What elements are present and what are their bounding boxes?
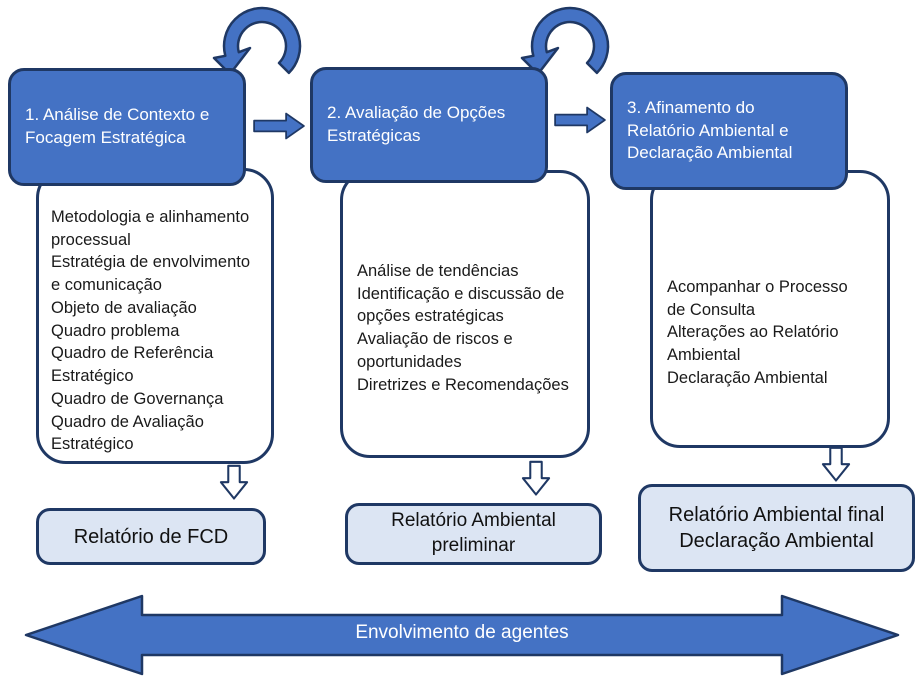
phase-2-detail-box: Análise de tendências Identificação e di… <box>340 170 590 458</box>
phase-3-header: 3. Afinamento do Relatório Ambiental e D… <box>610 72 848 190</box>
down-arrow-icon-1 <box>216 460 252 506</box>
phase-1-detail-box: Metodologia e alinhamento processual Est… <box>36 168 274 464</box>
agents-involvement-label: Envolvimento de agentes <box>355 622 569 643</box>
phase-3-output-box: Relatório Ambiental final Declaração Amb… <box>638 484 915 572</box>
loop-back-arrow-icon-2 <box>506 4 634 76</box>
down-arrow-icon-3 <box>818 442 854 488</box>
phase-2-output-box: Relatório Ambiental preliminar <box>345 503 602 565</box>
flow-arrow-icon-1-2 <box>250 110 308 142</box>
phase-1-items: Metodologia e alinhamento processual Est… <box>51 207 251 454</box>
phase-3-items: Acompanhar o Processo de Consulta Altera… <box>667 277 848 387</box>
phase-3-title: 3. Afinamento do Relatório Ambiental e D… <box>627 97 793 163</box>
phase-1-output-box: Relatório de FCD <box>36 508 266 565</box>
phase-1-output-label: Relatório de FCD <box>73 525 229 548</box>
down-arrow-icon-2 <box>518 456 554 502</box>
loop-back-arrow-icon-1 <box>198 4 326 76</box>
phase-2-title: 2. Avaliação de Opções Estratégicas <box>327 103 506 145</box>
phase-1-title: 1. Análise de Contexto e Focagem Estraté… <box>25 105 210 147</box>
phase-2-header: 2. Avaliação de Opções Estratégicas <box>310 67 548 183</box>
phase-3-output-label: Relatório Ambiental final Declaração Amb… <box>668 504 885 552</box>
phase-2-output-label: Relatório Ambiental preliminar <box>391 510 556 556</box>
phase-3-detail-box: Acompanhar o Processo de Consulta Altera… <box>650 170 890 448</box>
phase-2-items: Análise de tendências Identificação e di… <box>357 261 569 394</box>
phase-1-header: 1. Análise de Contexto e Focagem Estraté… <box>8 68 246 186</box>
agents-involvement-arrow: Envolvimento de agentes <box>24 594 900 676</box>
flow-arrow-icon-2-3 <box>551 104 609 136</box>
